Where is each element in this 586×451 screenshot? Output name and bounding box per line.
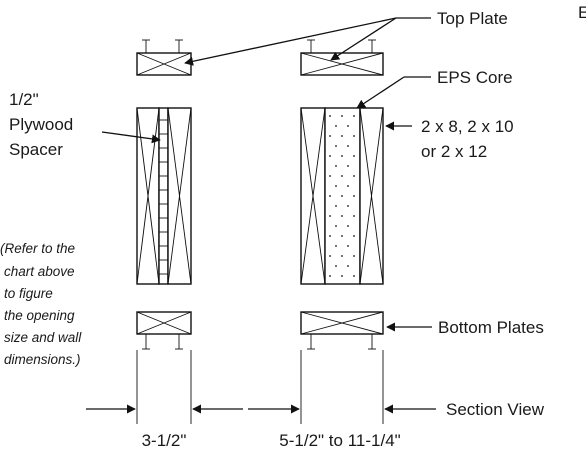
right-header-lumber-right [359,107,384,285]
left-header-lumber-right [167,107,192,285]
note-line-4: the opening [4,308,75,323]
right-top-plate [300,39,384,76]
plywood-spacer [158,107,169,285]
eps-core [324,107,361,285]
reference-note: (Refer to the chart above to figure the … [0,241,82,367]
section-view-label: Section View [446,400,545,419]
lumber-size-callout: 2 x 8, 2 x 10 or 2 x 12 [385,117,514,161]
note-line-5: size and wall [4,330,82,345]
left-bottom-plate [136,311,192,350]
dimension-left: 3-1/2" [86,350,243,450]
left-top-plate [136,39,192,76]
right-bottom-plate [300,311,384,350]
top-plate-callout: Top Plate [184,9,508,66]
dimension-right-label: 5-1/2" to 11-1/4" [279,431,400,450]
spacer-label-line2: Plywood [9,115,73,134]
lumber-size-label-line1: 2 x 8, 2 x 10 [421,117,514,136]
bottom-plates-label: Bottom Plates [438,318,544,337]
top-plate-label: Top Plate [437,9,508,28]
bottom-plates-callout: Bottom Plates [386,318,544,337]
note-line-6: dimensions.) [4,352,81,367]
dimension-right: 5-1/2" to 11-1/4" Section View [248,350,545,450]
dimension-left-label: 3-1/2" [142,431,187,450]
note-line-1: (Refer to the [0,241,75,256]
corner-letter: E [578,3,586,22]
spacer-callout: 1/2" Plywood Spacer [9,90,161,159]
right-header-lumber-left [300,107,326,285]
spacer-label-line3: Spacer [9,140,63,159]
note-line-2: chart above [4,264,75,279]
spacer-label-line1: 1/2" [9,90,39,109]
eps-core-label: EPS Core [437,68,513,87]
note-line-3: to figure [4,286,53,301]
left-header-lumber-left [136,107,160,285]
lumber-size-label-line2: or 2 x 12 [421,142,487,161]
eps-core-callout: EPS Core [356,68,513,109]
